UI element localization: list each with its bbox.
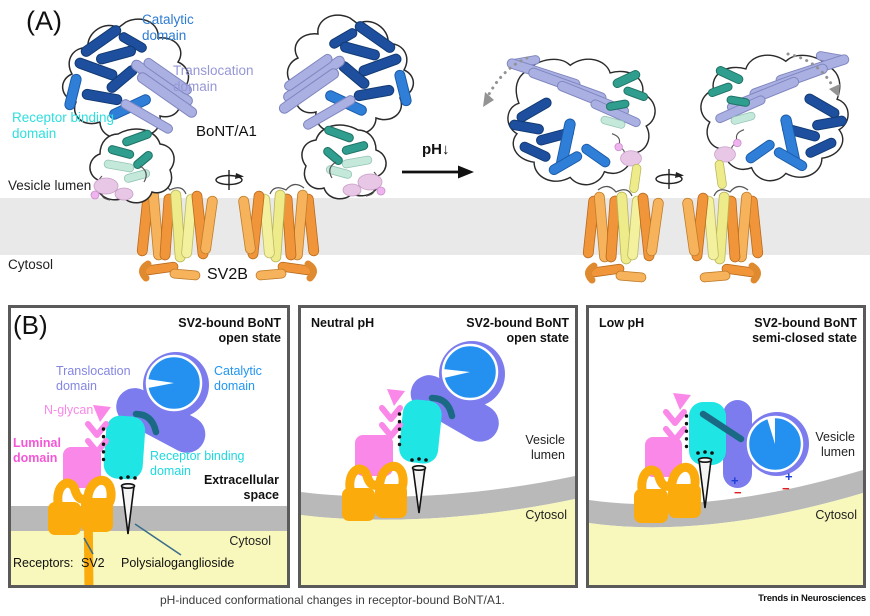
box3-state-title: SV2-bound BoNT semi-closed state xyxy=(752,316,857,345)
belt-shape xyxy=(699,410,745,443)
rotate-icon xyxy=(215,170,244,190)
cytosol-label-box3: Cytosol xyxy=(815,508,857,522)
charge-minus: − xyxy=(782,481,790,496)
translocation-domain-label-a: Translocation domain xyxy=(173,63,254,94)
tilt-arrow-icon xyxy=(786,52,840,97)
box2-condition-label: Neutral pH xyxy=(311,316,375,330)
bont-structure-semiclosed-front xyxy=(505,54,656,194)
cytosol-label-box2: Cytosol xyxy=(525,508,567,522)
sv2-shape xyxy=(634,489,668,523)
journal-name: Trends in Neurosciences xyxy=(758,593,866,604)
translocation-domain-shape xyxy=(723,400,752,488)
receptor-binding-domain-shape xyxy=(103,415,146,480)
figure-caption: pH-induced conformational changes in rec… xyxy=(160,593,505,607)
n-glycan-chevrons xyxy=(663,409,687,443)
panel-b-box-neutral-ph: Neutral pH SV2-bound BoNT open state Ves… xyxy=(298,305,578,588)
vesicle-lumen-label-box3: Vesicle lumen xyxy=(815,430,855,459)
n-glycan-arrow xyxy=(673,393,691,410)
receptor-binding-domain-shape xyxy=(689,402,726,465)
sv2-label: SV2 xyxy=(81,556,105,570)
ph-drop-label: pH↓ xyxy=(422,141,450,158)
polysialoganglioside-label: Polysialoganglioside xyxy=(121,556,235,570)
translocation-domain-shape xyxy=(116,388,206,453)
belt-shape xyxy=(132,410,160,436)
translocation-domain-shape xyxy=(410,375,499,442)
luminal-domain-label: Luminal domain xyxy=(13,436,61,465)
charge-plus: + xyxy=(785,469,793,484)
sv2-shape xyxy=(48,502,81,535)
panel-b-box-open-annotated: (B) SV2-bound BoNT open state Translocat… xyxy=(8,305,290,588)
receptor-binding-domain-label-a: Receptor binding domain xyxy=(12,110,115,141)
receptor-binding-domain-shape xyxy=(399,399,442,464)
translocation-domain-label-b: Translocation domain xyxy=(56,364,131,393)
rotate-icon xyxy=(655,169,684,189)
box2-state-title: SV2-bound BoNT open state xyxy=(466,316,569,345)
n-glycan-arrow xyxy=(93,405,111,422)
tilt-arrow-icon xyxy=(483,56,529,107)
cytosol-region-shape xyxy=(589,493,863,585)
vesicle-lumen-label-box2: Vesicle lumen xyxy=(525,433,565,462)
bont-structure-open-back xyxy=(276,14,415,200)
sv2b-label: SV2B xyxy=(207,266,248,283)
box1-state-title: SV2-bound BoNT open state xyxy=(178,316,281,345)
panel-a-structures xyxy=(0,14,870,300)
charge-plus: + xyxy=(731,473,739,488)
n-glycan-arrow xyxy=(387,389,405,406)
panel-a-label: (A) xyxy=(26,6,62,36)
sv2-shape xyxy=(81,498,113,532)
box1-cartoon xyxy=(11,352,287,585)
cytosol-label-box1: Cytosol xyxy=(229,534,271,548)
catalytic-domain-label-a: Catalytic domain xyxy=(142,12,194,43)
belt-shape xyxy=(428,394,456,420)
panel-b-label: (B) xyxy=(13,310,48,340)
bont-a1-label: BoNT/A1 xyxy=(196,123,257,140)
ph-reaction-arrow xyxy=(402,165,474,179)
cytosol-region-shape xyxy=(11,531,287,585)
extracellular-space-label: Extracellular space xyxy=(203,473,279,502)
vesicle-lumen-label-a: Vesicle lumen xyxy=(8,178,92,193)
cytosol-label-a: Cytosol xyxy=(8,257,54,272)
charge-minus: − xyxy=(734,485,742,500)
box3-condition-label: Low pH xyxy=(599,316,645,330)
box2-cartoon xyxy=(301,341,575,585)
luminal-domain-shape xyxy=(63,447,101,488)
bont-structure-semiclosed-back xyxy=(700,50,851,190)
sv2-shape xyxy=(668,484,701,518)
n-glycan-label: N-glycan xyxy=(44,403,94,417)
n-glycan-chevrons xyxy=(379,405,403,439)
catalytic-domain-label-b: Catalytic domain xyxy=(214,364,262,393)
pointer-line xyxy=(134,523,182,556)
panel-b-box-low-ph: Low pH SV2-bound BoNT semi-closed state … xyxy=(586,305,866,588)
sv2-shape xyxy=(342,488,375,521)
receptor-binding-domain-label-b: Receptor binding domain xyxy=(150,449,245,478)
sv2-shape xyxy=(375,484,407,518)
receptors-label: Receptors: xyxy=(13,556,74,570)
box3-cartoon xyxy=(589,393,863,585)
pointer-line xyxy=(83,537,94,555)
